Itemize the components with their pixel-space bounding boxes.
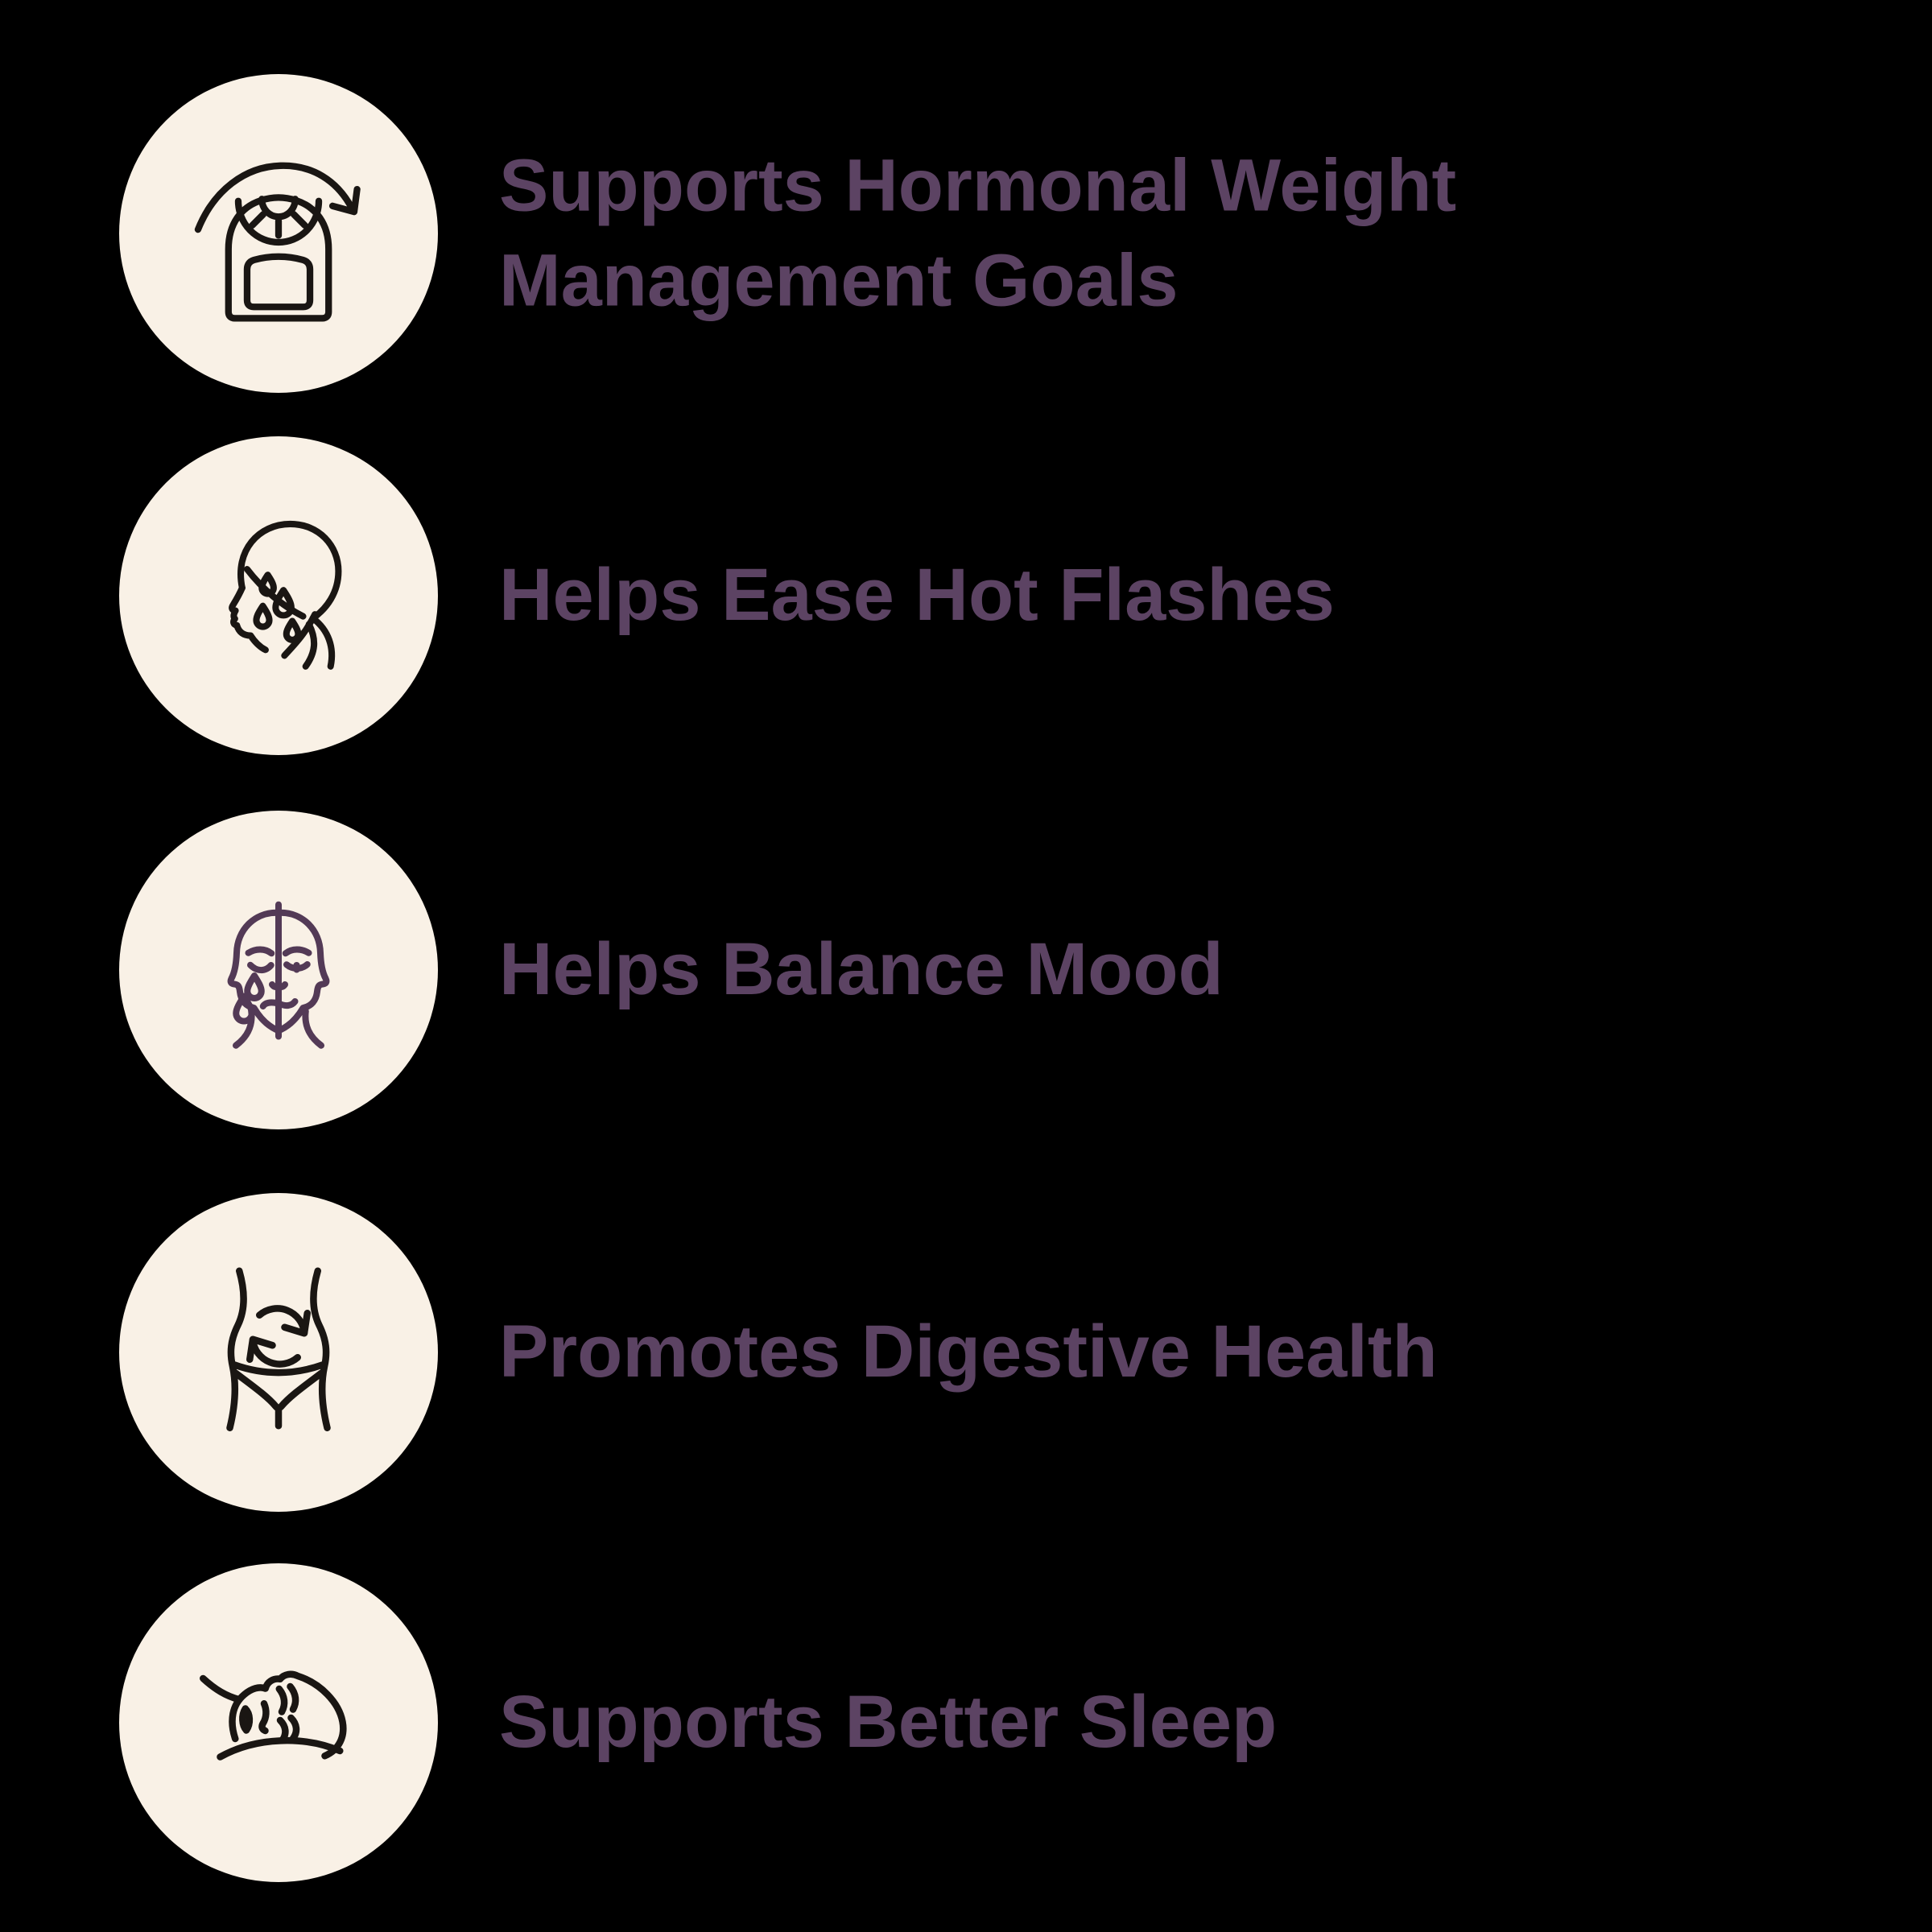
benefit-row-weight: Supports Hormonal Weight Management Goal… (0, 74, 1932, 393)
benefit-label: Supports Hormonal Weight Management Goal… (499, 144, 1457, 321)
digestive-waist-icon (226, 1267, 331, 1431)
sleeping-face-icon (200, 1670, 347, 1761)
benefit-row-mood: Helps Balance Mood (0, 811, 1932, 1129)
benefit-row-digestive: Promotes Digestive Health (0, 1193, 1932, 1512)
benefit-row-sleep: Supports Better Sleep (0, 1563, 1932, 1882)
benefit-row-hot-flashes: Helps Ease Hot Flashes (0, 436, 1932, 755)
icon-circle (119, 436, 438, 755)
icon-circle (119, 811, 438, 1129)
benefit-label: Promotes Digestive Health (499, 1311, 1438, 1393)
weight-scale-icon (194, 162, 361, 322)
benefit-label: Helps Balance Mood (499, 928, 1224, 1011)
benefit-label: Helps Ease Hot Flashes (499, 554, 1335, 637)
sweating-face-icon (229, 520, 342, 670)
icon-circle (119, 1193, 438, 1512)
icon-circle (119, 1563, 438, 1882)
split-mood-face-icon (227, 901, 330, 1049)
icon-circle (119, 74, 438, 393)
benefit-label: Supports Better Sleep (499, 1681, 1278, 1764)
